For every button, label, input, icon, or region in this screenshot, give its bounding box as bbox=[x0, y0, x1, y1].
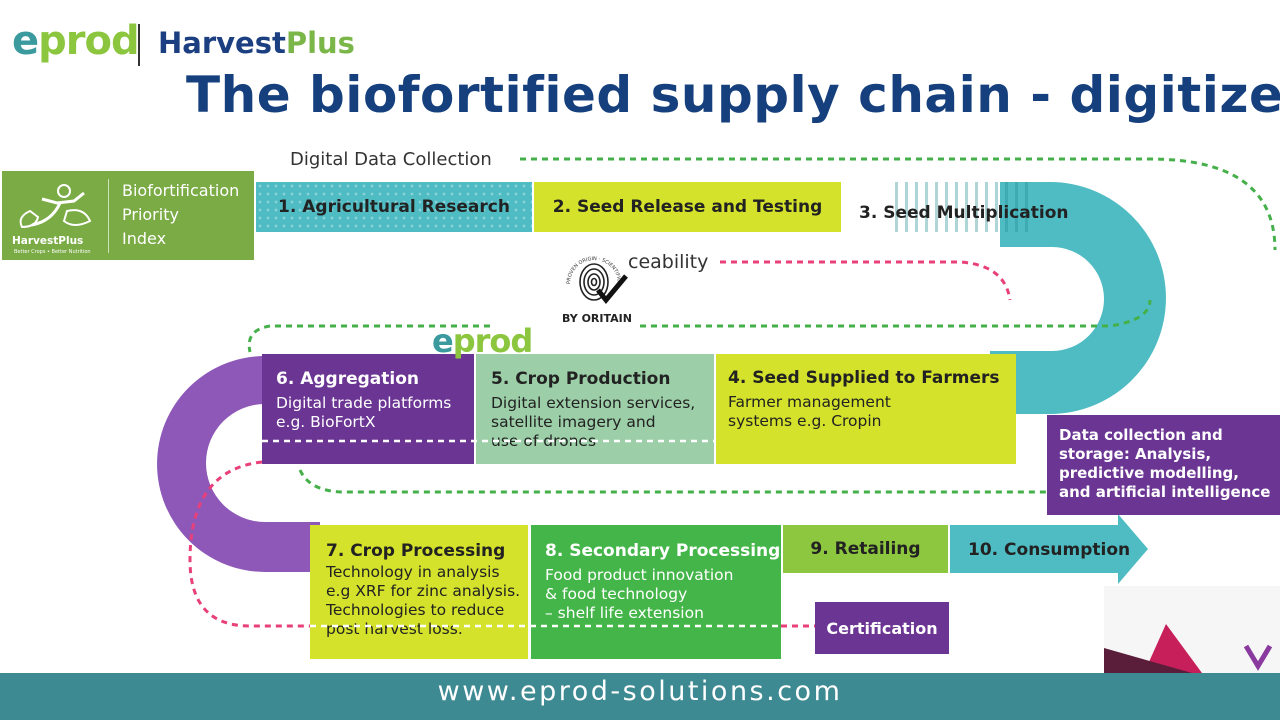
harvestplus-logo-plus: Plus bbox=[285, 26, 355, 60]
stage-4-desc-line-2: systems e.g. Cropin bbox=[728, 412, 882, 430]
stage-7-desc-line-2: e.g XRF for zinc analysis. bbox=[326, 582, 521, 600]
stage-5-desc-line-1: Digital extension services, bbox=[491, 394, 696, 412]
stage-7-desc-line-1: Technology in analysis bbox=[326, 563, 500, 581]
stage-5-box: 5. Crop Production Digital extension ser… bbox=[476, 354, 714, 464]
stage-1-box: 1. Agricultural Research bbox=[256, 182, 532, 232]
stage-1-title: 1. Agricultural Research bbox=[278, 197, 510, 217]
corner-decoration bbox=[1104, 586, 1280, 673]
oritain-fingerprint-badge-icon: PROVEN ORIGIN · SCIENTIFICALLY VERIFIED bbox=[558, 248, 628, 304]
footer-url[interactable]: www.eprod-solutions.com bbox=[437, 676, 843, 707]
bpi-box: HarvestPlus Better Crops • Better Nutrit… bbox=[2, 171, 254, 260]
bpi-line-3: Index bbox=[122, 229, 167, 248]
stage-6-box: 6. Aggregation Digital trade platforms e… bbox=[262, 354, 474, 464]
stage-3-box: 3. Seed Multiplication bbox=[843, 182, 1069, 232]
footer-bar bbox=[0, 673, 1280, 720]
stage-3-title: 3. Seed Multiplication bbox=[859, 203, 1069, 223]
stage-7-title: 7. Crop Processing bbox=[326, 541, 506, 561]
data-storage-line-4: and artificial intelligence bbox=[1059, 483, 1271, 501]
stage-4-desc: Farmer management systems e.g. Cropin bbox=[728, 393, 1016, 431]
stage-9-box: 9. Retailing bbox=[783, 525, 948, 573]
harvestplus-small-name: HarvestPlus bbox=[12, 235, 84, 247]
stage-7-desc-line-3: Technologies to reduce bbox=[326, 601, 505, 619]
bpi-label: Biofortification Priority Index bbox=[122, 179, 239, 251]
oritain-badge-ring-text: PROVEN ORIGIN · SCIENTIFICALLY VERIFIED bbox=[558, 248, 622, 286]
stage-4-desc-line-1: Farmer management bbox=[728, 393, 891, 411]
data-storage-box: Data collection and storage: Analysis, p… bbox=[1047, 415, 1280, 515]
stage-6-desc-line-2: e.g. BioFortX bbox=[276, 413, 376, 431]
traceability-label: ceability bbox=[628, 251, 709, 273]
stage-8-desc-line-3: – shelf life extension bbox=[545, 604, 704, 622]
stage-5-desc-line-2: satellite imagery and bbox=[491, 413, 656, 431]
stage-10-title: 10. Consumption bbox=[968, 540, 1131, 560]
eprod-logo: eprod bbox=[12, 18, 140, 64]
stage-7-desc: Technology in analysis e.g XRF for zinc … bbox=[326, 563, 528, 639]
harvestplus-small-tagline: Better Crops • Better Nutrition bbox=[14, 249, 91, 255]
oritain-label: BY ORITAIN bbox=[562, 312, 632, 325]
stage-5-title: 5. Crop Production bbox=[491, 369, 671, 389]
stage-6-desc: Digital trade platforms e.g. BioFortX bbox=[276, 394, 474, 432]
certification-label: Certification bbox=[826, 618, 938, 638]
data-storage-line-2: storage: Analysis, bbox=[1059, 445, 1212, 463]
harvestplus-logo: HarvestPlus bbox=[158, 26, 355, 60]
eprod-mid-logo-e: e bbox=[432, 322, 454, 360]
data-storage-line-1: Data collection and bbox=[1059, 426, 1223, 444]
corner-shapes bbox=[1104, 624, 1273, 673]
bpi-line-1: Biofortification bbox=[122, 181, 240, 200]
stage-4-title: 4. Seed Supplied to Farmers bbox=[728, 368, 1000, 388]
stage-4-box: 4. Seed Supplied to Farmers Farmer manag… bbox=[716, 354, 1016, 464]
harvestplus-small-logo: HarvestPlus Better Crops • Better Nutrit… bbox=[10, 179, 109, 255]
bpi-line-2: Priority bbox=[122, 205, 179, 224]
logo-divider bbox=[138, 24, 140, 66]
stage-8-desc-line-2: & food technology bbox=[545, 585, 688, 603]
stage-6-title: 6. Aggregation bbox=[276, 369, 419, 389]
stage-8-desc-line-1: Food product innovation bbox=[545, 566, 734, 584]
stage-8-box: 8. Secondary Processing Food product inn… bbox=[531, 525, 781, 659]
stage-5-desc-line-3: use of drones bbox=[491, 432, 597, 450]
stage-7-desc-line-4: post harvest loss. bbox=[326, 620, 463, 638]
harvestplus-figure-icon bbox=[19, 184, 92, 229]
consumption-arrow bbox=[950, 514, 1148, 584]
stage-5-desc: Digital extension services, satellite im… bbox=[491, 394, 714, 451]
eprod-mid-logo-rest: prod bbox=[452, 322, 534, 360]
harvestplus-logo-harvest: Harvest bbox=[158, 26, 286, 60]
stage-9-title: 9. Retailing bbox=[810, 539, 921, 559]
digital-data-collection-label: Digital Data Collection bbox=[290, 149, 492, 170]
data-storage-line-3: predictive modelling, bbox=[1059, 464, 1239, 482]
eprod-logo-e: e bbox=[12, 18, 39, 64]
stage-8-title: 8. Secondary Processing bbox=[545, 541, 781, 561]
stage-8-desc: Food product innovation & food technolog… bbox=[545, 566, 781, 623]
eprod-logo-rest: prod bbox=[38, 18, 139, 64]
oritain-badge-ring-path: PROVEN ORIGIN · SCIENTIFICALLY VERIFIED bbox=[558, 248, 622, 286]
stage-2-title: 2. Seed Release and Testing bbox=[552, 197, 823, 217]
stage-7-box: 7. Crop Processing Technology in analysi… bbox=[310, 525, 528, 659]
eprod-mid-logo: eprod bbox=[432, 322, 534, 360]
stage-6-desc-line-1: Digital trade platforms bbox=[276, 394, 452, 412]
page-title: The biofortified supply chain - digitize… bbox=[186, 66, 1280, 124]
certification-box: Certification bbox=[815, 602, 949, 654]
stage-2-box: 2. Seed Release and Testing bbox=[534, 182, 841, 232]
